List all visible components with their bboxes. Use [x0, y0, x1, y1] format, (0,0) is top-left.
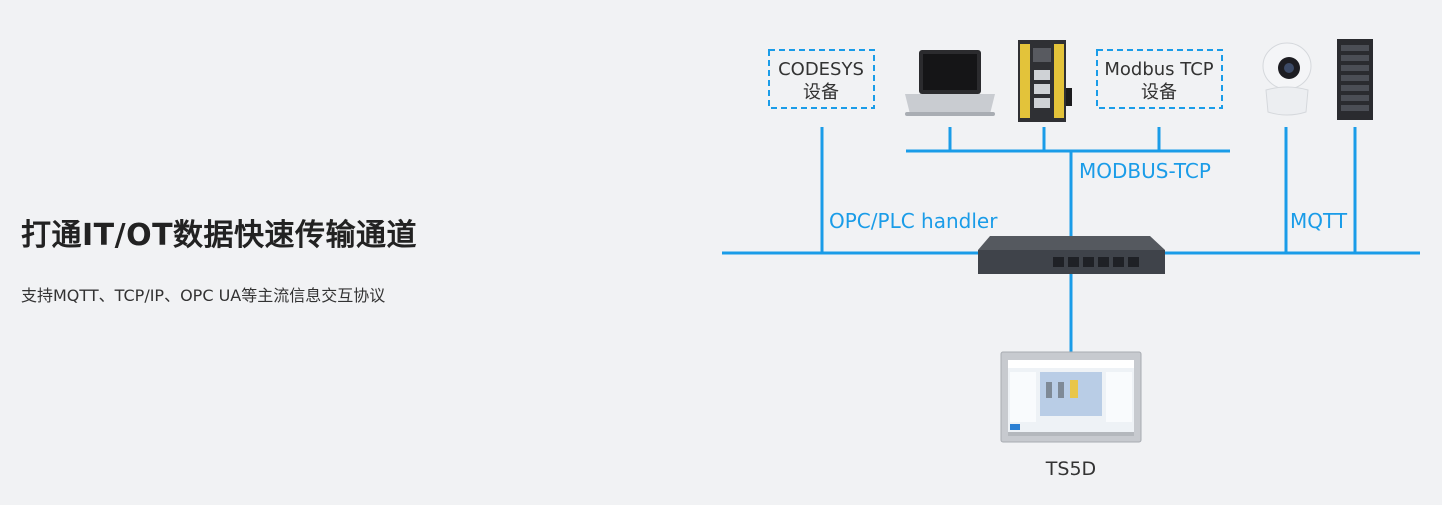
page-headline: 打通IT/OT数据快速传输通道 [21, 218, 418, 253]
page-subline: 支持MQTT、TCP/IP、OPC UA等主流信息交互协议 [21, 286, 386, 305]
modbus-tcp-label: MODBUS-TCP [1079, 159, 1211, 183]
modbus-device-box: Modbus TCP 设备 [1096, 49, 1223, 109]
codesys-device-box: CODESYS 设备 [768, 49, 875, 109]
ts5d-device-label: TS5D [1045, 458, 1096, 480]
codesys-box-line1: CODESYS [778, 59, 864, 80]
plc-controller-icon [1018, 40, 1072, 122]
modbus-box-line2: 设备 [1141, 82, 1177, 103]
network-switch-icon [978, 236, 1165, 274]
camera-icon [1262, 42, 1312, 116]
server-rack-icon [1337, 39, 1373, 120]
mqtt-label: MQTT [1290, 209, 1348, 233]
laptop-icon [905, 50, 995, 116]
hmi-panel-icon [1000, 351, 1142, 443]
codesys-box-line2: 设备 [803, 82, 839, 103]
opc-plc-handler-label: OPC/PLC handler [829, 209, 998, 233]
modbus-box-line1: Modbus TCP [1104, 59, 1213, 80]
